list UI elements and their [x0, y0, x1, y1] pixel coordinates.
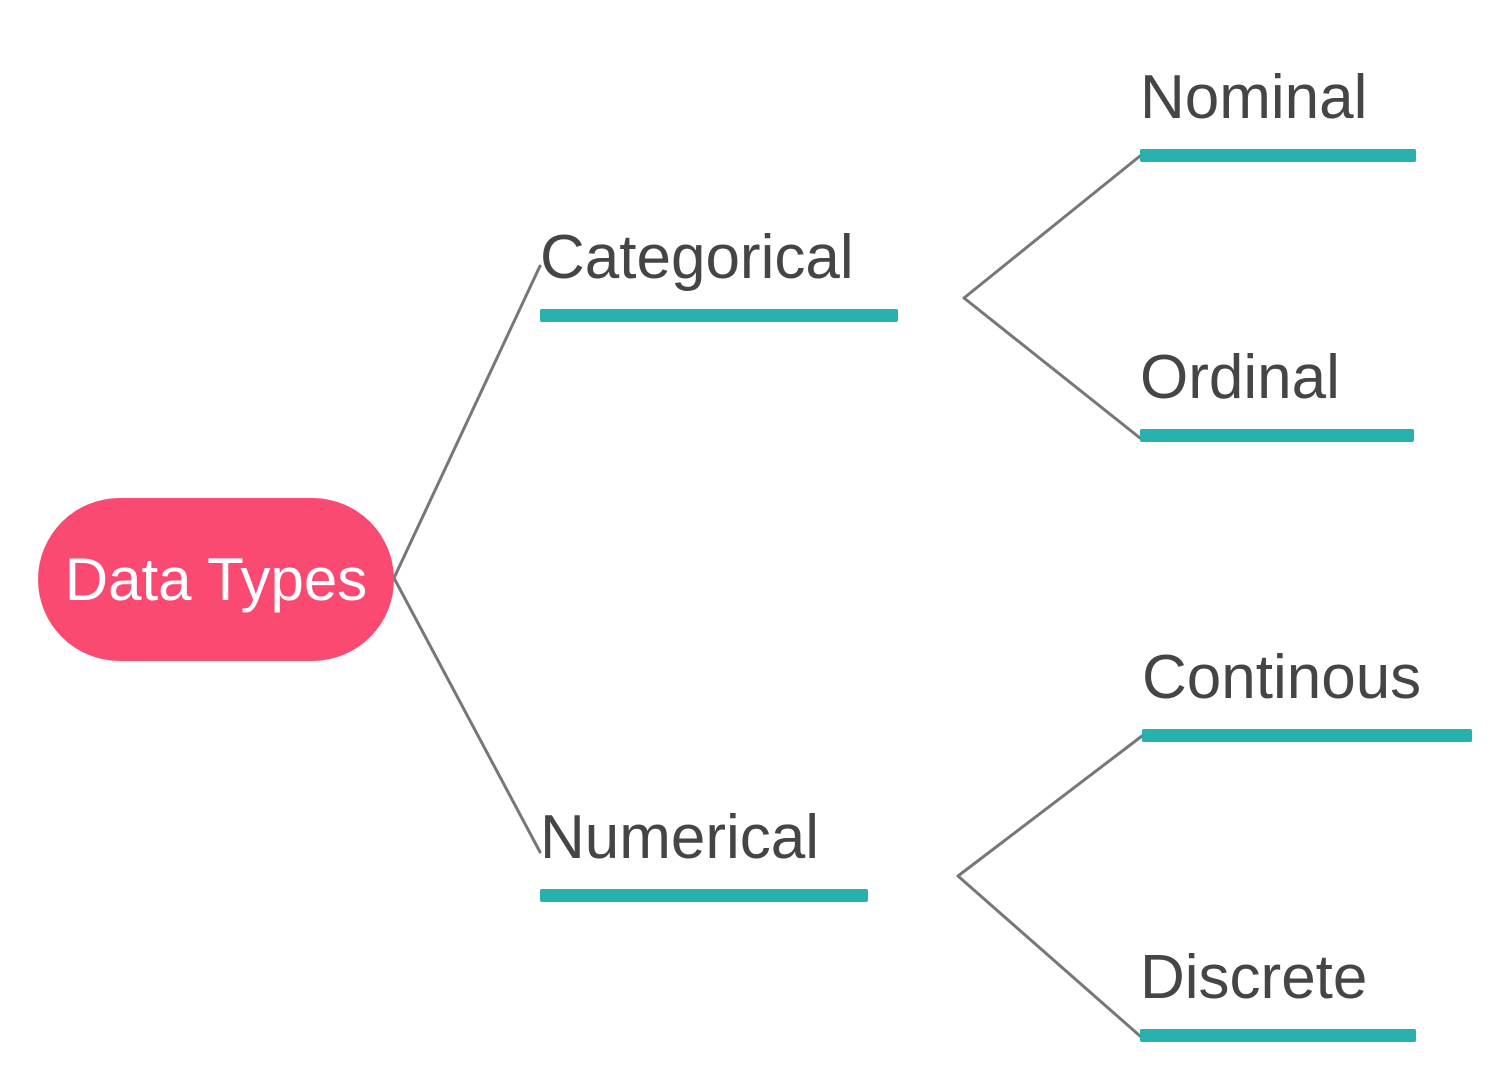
connector-root-numerical [392, 576, 542, 854]
connector-numerical-discrete [956, 874, 1142, 1038]
branch-underline [540, 309, 898, 322]
leaf-underline [1140, 149, 1416, 162]
leaf-node-label: Nominal [1140, 63, 1368, 132]
connector-numerical-continous [956, 734, 1144, 878]
connector-root-categorical [392, 264, 542, 580]
leaf-node-label: Discrete [1140, 943, 1368, 1012]
leaf-underline [1142, 729, 1472, 742]
connector-categorical-nominal [962, 154, 1142, 300]
branch-node-label: Categorical [540, 223, 854, 292]
leaf-node-label: Ordinal [1140, 343, 1340, 412]
leaf-underline [1140, 1029, 1416, 1042]
leaf-underline [1140, 429, 1414, 442]
connector-categorical-ordinal [962, 296, 1142, 440]
root-node-data-types[interactable]: Data Types [38, 498, 394, 661]
branch-node-label: Numerical [540, 803, 820, 872]
root-node-label: Data Types [64, 546, 368, 613]
leaf-node-label: Continous [1142, 643, 1422, 712]
branch-underline [540, 889, 868, 902]
